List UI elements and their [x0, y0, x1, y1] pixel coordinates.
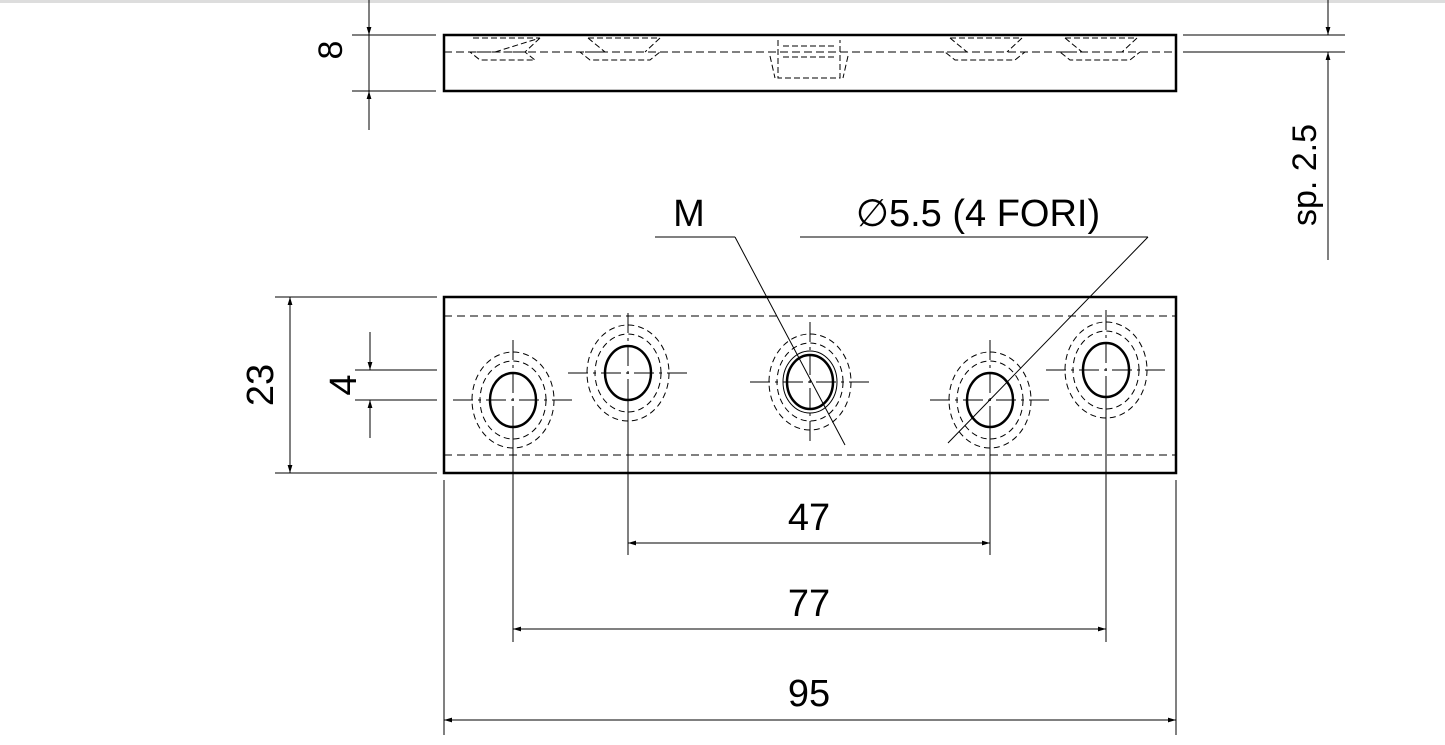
sheet-thickness-label: sp. 2.5 — [1286, 124, 1324, 226]
threaded-hole — [750, 322, 870, 442]
horizontal-dims — [443, 395, 1177, 735]
height-label: 23 — [240, 364, 282, 406]
side-view: 8 sp. 2.5 — [312, 0, 1345, 260]
thread-label: M — [673, 193, 705, 235]
offset-label: 4 — [323, 374, 365, 395]
leaders — [655, 236, 1149, 446]
length-label: 95 — [788, 673, 830, 715]
inner-span-label: 47 — [788, 497, 830, 539]
top-view — [442, 295, 1178, 475]
holes-label: ∅5.5 (4 FORI) — [856, 193, 1100, 235]
outer-span-label: 77 — [788, 583, 830, 625]
dim-23 — [275, 296, 437, 474]
thickness-label: 8 — [312, 41, 350, 60]
top-border — [0, 0, 1445, 3]
